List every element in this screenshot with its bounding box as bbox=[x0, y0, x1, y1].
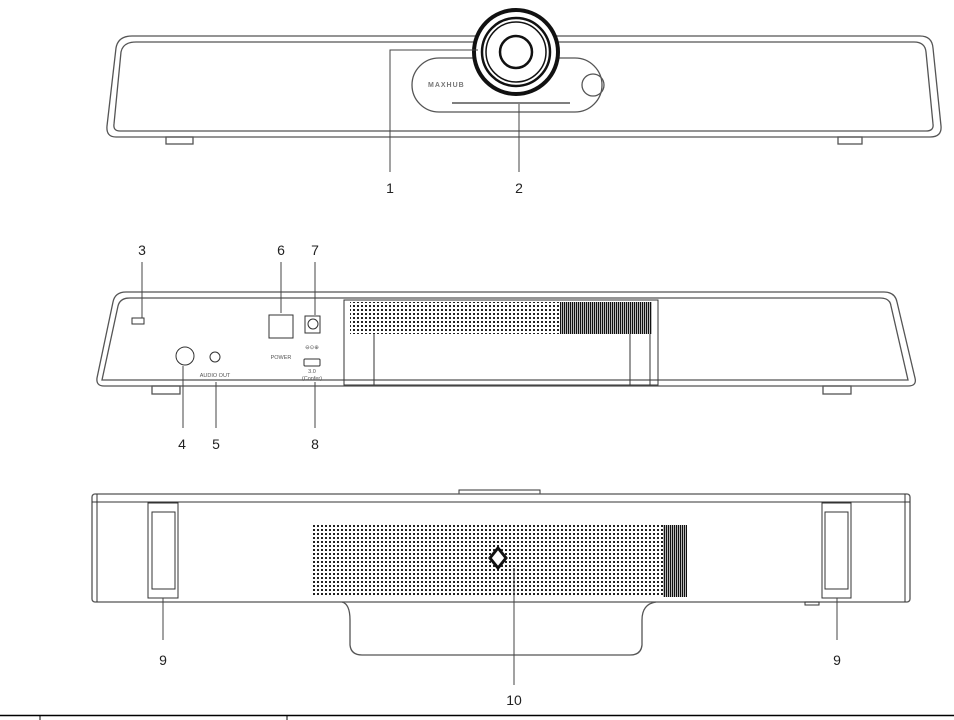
foot-pad-right bbox=[821, 502, 852, 599]
usb-label: 3.0 bbox=[308, 369, 316, 375]
callout-9-left: 9 bbox=[159, 652, 167, 668]
rear-view: AUDIO OUT POWER ⊖⊙⊕ 3.0 (Confer) 3 4 5 6… bbox=[96, 242, 916, 452]
bottom-speaker-grille bbox=[311, 525, 687, 597]
usb-port-icon bbox=[303, 358, 321, 367]
foot bbox=[837, 136, 863, 145]
callout-10: 10 bbox=[506, 692, 522, 708]
sensor-icon bbox=[581, 73, 605, 97]
foot-pad-left bbox=[147, 502, 179, 599]
callout-9-right: 9 bbox=[833, 652, 841, 668]
table-border bbox=[0, 714, 954, 720]
foot bbox=[151, 385, 181, 395]
audio-out-label: AUDIO OUT bbox=[200, 373, 231, 379]
camera-lens-icon bbox=[472, 8, 560, 96]
callout-4: 4 bbox=[178, 436, 186, 452]
callout-3: 3 bbox=[138, 242, 146, 258]
speaker-grille bbox=[343, 299, 659, 386]
power-label: POWER bbox=[271, 355, 292, 361]
dc-port-icon bbox=[304, 315, 321, 334]
dc-symbol-icon: ⊖⊙⊕ bbox=[305, 345, 319, 351]
callout-6: 6 bbox=[277, 242, 285, 258]
microphone-icon bbox=[488, 545, 508, 571]
button-icon bbox=[175, 346, 195, 366]
audio-jack-icon bbox=[209, 351, 221, 363]
callout-1: 1 bbox=[386, 180, 394, 196]
usb-sublabel: (Confer) bbox=[302, 376, 322, 382]
lock-slot-icon bbox=[131, 317, 145, 325]
bottom-view: 9 10 9 bbox=[91, 489, 911, 708]
foot bbox=[822, 385, 852, 395]
stand bbox=[341, 601, 657, 656]
callout-8: 8 bbox=[311, 436, 319, 452]
callout-5: 5 bbox=[212, 436, 220, 452]
callout-2: 2 bbox=[515, 180, 523, 196]
foot bbox=[165, 136, 194, 145]
front-view: MAXHUB 1 2 bbox=[106, 8, 942, 196]
callout-7: 7 bbox=[311, 242, 319, 258]
rj45-port-icon bbox=[268, 314, 294, 339]
maxhub-logo: MAXHUB bbox=[428, 82, 465, 89]
